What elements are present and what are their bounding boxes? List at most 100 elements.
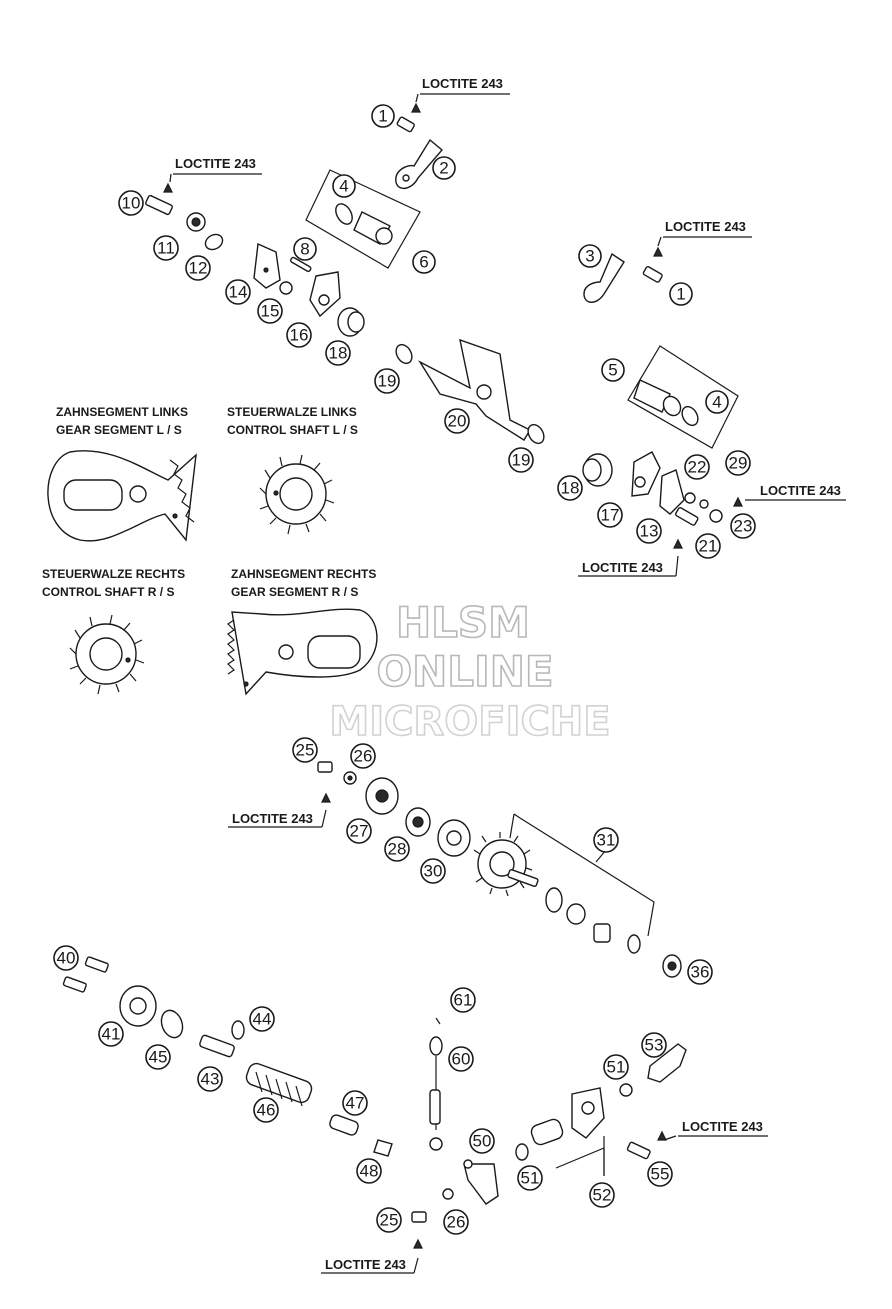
svg-text:61: 61 xyxy=(454,991,473,1010)
callout-44: 44 xyxy=(249,1006,275,1032)
svg-text:48: 48 xyxy=(360,1162,379,1181)
svg-text:19: 19 xyxy=(378,372,397,391)
inset-captions: ZAHNSEGMENT LINKS GEAR SEGMENT L / S STE… xyxy=(42,405,376,599)
svg-text:41: 41 xyxy=(102,1025,121,1044)
svg-text:51: 51 xyxy=(521,1169,540,1188)
callout-46: 46 xyxy=(253,1097,279,1123)
svg-text:50: 50 xyxy=(473,1132,492,1151)
callout-60: 60 xyxy=(448,1046,474,1072)
svg-text:11: 11 xyxy=(157,239,175,258)
callout-27: 27 xyxy=(346,818,372,844)
callout-53: 53 xyxy=(641,1032,667,1058)
callout-18: 18 xyxy=(325,340,351,366)
svg-text:51: 51 xyxy=(607,1058,626,1077)
svg-text:6: 6 xyxy=(419,253,428,272)
svg-text:10: 10 xyxy=(122,194,141,213)
callout-19: 19 xyxy=(374,368,400,394)
loctite-note: LOCTITE 243 xyxy=(422,76,503,91)
svg-text:26: 26 xyxy=(354,747,373,766)
svg-text:1: 1 xyxy=(378,107,387,126)
svg-text:22: 22 xyxy=(688,458,707,477)
callout-19: 19 xyxy=(508,447,534,473)
callout-1: 1 xyxy=(669,282,693,306)
svg-text:19: 19 xyxy=(512,451,531,470)
callout-6: 6 xyxy=(412,250,436,274)
svg-text:23: 23 xyxy=(734,517,753,536)
svg-text:18: 18 xyxy=(561,479,580,498)
loctite-note: LOCTITE 243 xyxy=(665,219,746,234)
watermark: HLSM ONLINE MICROFICHE xyxy=(329,597,612,746)
svg-text:8: 8 xyxy=(300,240,309,259)
callout-47: 47 xyxy=(342,1090,368,1116)
callout-4: 4 xyxy=(332,174,356,198)
svg-text:1: 1 xyxy=(676,285,685,304)
callout-51: 51 xyxy=(603,1054,629,1080)
svg-text:36: 36 xyxy=(691,963,710,982)
callout-23: 23 xyxy=(730,513,756,539)
loctite-note: LOCTITE 243 xyxy=(682,1119,763,1134)
control-shaft-left-caption-en: CONTROL SHAFT L / S xyxy=(227,423,358,437)
gear-segment-right-caption-de: ZAHNSEGMENT RECHTS xyxy=(231,567,376,581)
svg-text:15: 15 xyxy=(261,302,280,321)
svg-text:14: 14 xyxy=(229,283,248,302)
loctite-note: LOCTITE 243 xyxy=(325,1257,406,1272)
svg-text:53: 53 xyxy=(645,1036,664,1055)
callout-61: 61 xyxy=(450,987,476,1013)
control-shaft-right-caption-en: CONTROL SHAFT R / S xyxy=(42,585,174,599)
svg-text:13: 13 xyxy=(640,522,659,541)
callout-14: 14 xyxy=(225,279,251,305)
gear-segment-left-illustration xyxy=(47,450,197,542)
callout-41: 41 xyxy=(98,1021,124,1047)
middle-assembly-parts xyxy=(317,761,682,978)
callout-40: 40 xyxy=(53,945,79,971)
callout-36: 36 xyxy=(687,959,713,985)
watermark-line-1: HLSM xyxy=(396,598,530,647)
svg-text:20: 20 xyxy=(448,412,467,431)
callout-18: 18 xyxy=(557,475,583,501)
svg-text:25: 25 xyxy=(380,1211,399,1230)
callout-13: 13 xyxy=(636,518,662,544)
svg-text:4: 4 xyxy=(339,177,348,196)
loctite-notes: LOCTITE 243 LOCTITE 243 LOCTITE 243 LOCT… xyxy=(169,76,846,1274)
callout-10: 10 xyxy=(118,190,144,216)
callout-16: 16 xyxy=(286,322,312,348)
loctite-note: LOCTITE 243 xyxy=(232,811,313,826)
callout-43: 43 xyxy=(197,1066,223,1092)
control-shaft-left-illustration xyxy=(259,454,335,535)
callout-12: 12 xyxy=(185,255,211,281)
svg-text:26: 26 xyxy=(447,1213,466,1232)
svg-text:27: 27 xyxy=(350,822,369,841)
svg-text:44: 44 xyxy=(253,1010,272,1029)
callout-29: 29 xyxy=(725,450,751,476)
callout-3: 3 xyxy=(578,244,602,268)
watermark-line-2: ONLINE xyxy=(376,647,553,696)
callout-2: 2 xyxy=(432,156,456,180)
callout-22: 22 xyxy=(684,454,710,480)
watermark-line-3: MICROFICHE xyxy=(329,699,610,745)
control-shaft-right-caption-de: STEUERWALZE RECHTS xyxy=(42,567,185,581)
callout-25: 25 xyxy=(376,1207,402,1233)
gear-segment-left-caption-en: GEAR SEGMENT L / S xyxy=(56,423,182,437)
svg-text:16: 16 xyxy=(290,326,309,345)
svg-text:55: 55 xyxy=(651,1165,670,1184)
svg-text:40: 40 xyxy=(57,949,76,968)
svg-text:21: 21 xyxy=(699,537,718,556)
callout-25: 25 xyxy=(292,737,318,763)
loctite-note: LOCTITE 243 xyxy=(175,156,256,171)
callout-26: 26 xyxy=(350,743,376,769)
svg-text:12: 12 xyxy=(189,259,208,278)
callout-52: 52 xyxy=(589,1182,615,1208)
svg-text:3: 3 xyxy=(585,247,594,266)
svg-text:43: 43 xyxy=(201,1070,220,1089)
callout-20: 20 xyxy=(444,408,470,434)
loctite-note: LOCTITE 243 xyxy=(582,560,663,575)
svg-text:18: 18 xyxy=(329,344,348,363)
svg-text:30: 30 xyxy=(424,862,443,881)
svg-text:2: 2 xyxy=(439,159,448,178)
callout-5: 5 xyxy=(601,358,625,382)
callout-28: 28 xyxy=(384,836,410,862)
loctite-note: LOCTITE 243 xyxy=(760,483,841,498)
callout-26: 26 xyxy=(443,1209,469,1235)
callout-15: 15 xyxy=(257,298,283,324)
